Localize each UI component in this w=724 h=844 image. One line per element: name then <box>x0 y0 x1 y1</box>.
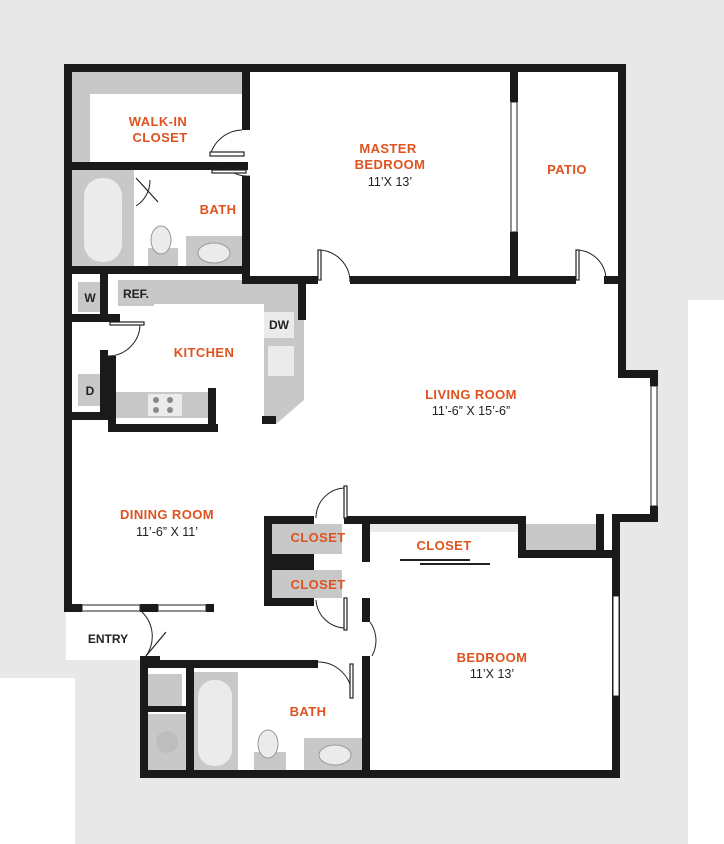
patio-label: PATIO <box>547 162 587 177</box>
bedroom-label: BEDROOM <box>457 650 528 665</box>
toilet-bottom <box>257 729 279 759</box>
dining-room-size: 11’-6” X 11’ <box>136 525 198 539</box>
kitchen-sink <box>268 346 294 376</box>
bedroom-size: 11’X 13’ <box>470 667 514 681</box>
closet-2-label: CLOSET <box>416 538 471 553</box>
sink-bottom <box>318 744 352 766</box>
entry-label: ENTRY <box>88 632 128 646</box>
closet-3-label: CLOSET <box>290 577 345 592</box>
dryer-label: D <box>86 384 95 398</box>
refrigerator-label: REF. <box>123 287 149 301</box>
living-room-size: 11’-6” X 15’-6” <box>432 404 510 418</box>
walls <box>64 64 658 778</box>
living-room-label: LIVING ROOM <box>425 387 517 402</box>
windows <box>81 101 658 697</box>
sink-top <box>197 242 231 264</box>
bath-bottom-label: BATH <box>290 704 327 719</box>
appliance-labels: W D REF. DW <box>84 287 289 398</box>
toilet-top <box>150 225 172 255</box>
master-bedroom-size: 11’X 13’ <box>368 175 412 189</box>
closet-1-label: CLOSET <box>290 530 345 545</box>
dishwasher-label: DW <box>269 318 290 332</box>
dryer <box>78 374 102 406</box>
master-bedroom-label: MASTER BEDROOM <box>355 141 426 172</box>
fixtures <box>72 72 604 772</box>
walk-in-closet-label: WALK-IN CLOSET <box>129 114 191 145</box>
fireplace <box>526 524 604 550</box>
bath-top-label: BATH <box>200 202 237 217</box>
washer-label: W <box>84 291 96 305</box>
cooktop <box>148 394 182 416</box>
dishwasher <box>264 312 294 338</box>
room-labels: WALK-IN CLOSET MASTER BEDROOM 11’X 13’ P… <box>120 114 587 719</box>
kitchen-label: KITCHEN <box>174 345 235 360</box>
refrigerator <box>118 280 154 306</box>
washer <box>78 282 102 312</box>
dining-room-label: DINING ROOM <box>120 507 214 522</box>
doors <box>107 129 607 699</box>
